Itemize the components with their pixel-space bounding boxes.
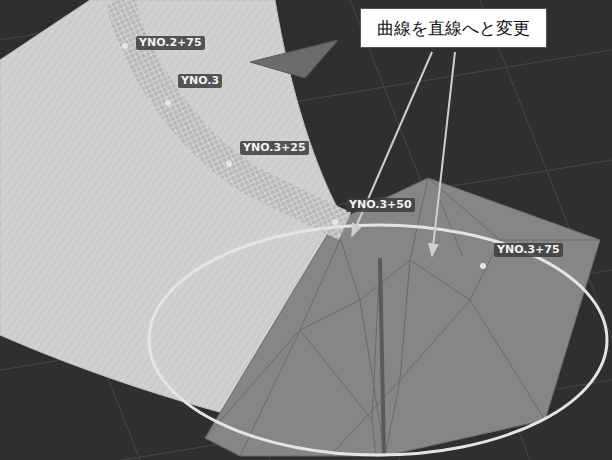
callout-text: 曲線を直線へと変更 — [377, 17, 530, 39]
station-label: YNO.3+25 — [240, 141, 309, 155]
cut-slope — [205, 178, 600, 456]
road-centerline-mesh — [120, 0, 345, 226]
station-dots — [122, 43, 486, 269]
station-label: YNO.2+75 — [136, 36, 205, 50]
station-label: YNO.3 — [178, 74, 222, 88]
station-label: YNO.3+75 — [494, 243, 563, 257]
callout-box: 曲線を直線へと変更 — [360, 8, 547, 48]
highlight-ellipse — [149, 225, 607, 455]
terrain-chunk — [250, 40, 338, 78]
leader-arrows — [352, 52, 455, 256]
station-label: YNO.3+50 — [346, 198, 415, 212]
